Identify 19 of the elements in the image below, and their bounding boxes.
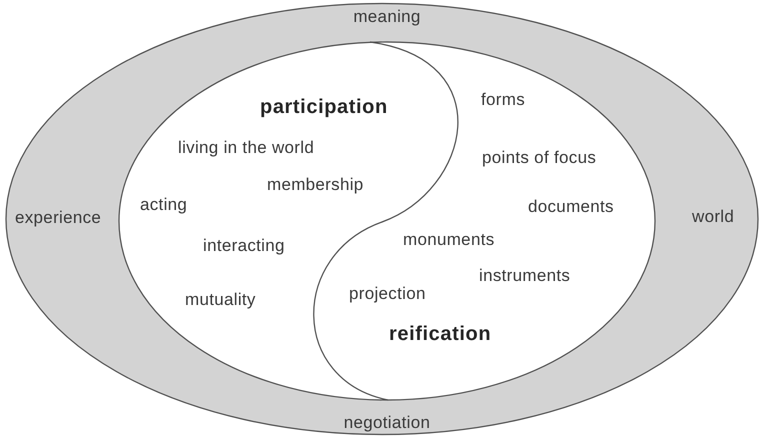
section-heading: participation [260,95,388,119]
outer-ellipse-band [4,2,760,436]
term-text: membership [267,175,364,195]
inner-ellipse [117,40,658,402]
band-term: negotiation [344,413,430,433]
term-text: interacting [203,236,285,256]
term-text: monuments [403,230,495,250]
term-text: mutuality [185,290,256,310]
term-text: documents [528,197,614,217]
band-term: world [692,207,734,227]
term-text: points of focus [482,148,596,168]
term-text: instruments [479,266,570,286]
section-heading: reification [389,322,492,346]
term-text: projection [349,284,426,304]
term-text: living in the world [178,138,314,158]
term-text: forms [481,90,525,110]
band-term: experience [15,208,102,228]
term-text: acting [140,195,188,215]
band-term: meaning [353,7,421,27]
